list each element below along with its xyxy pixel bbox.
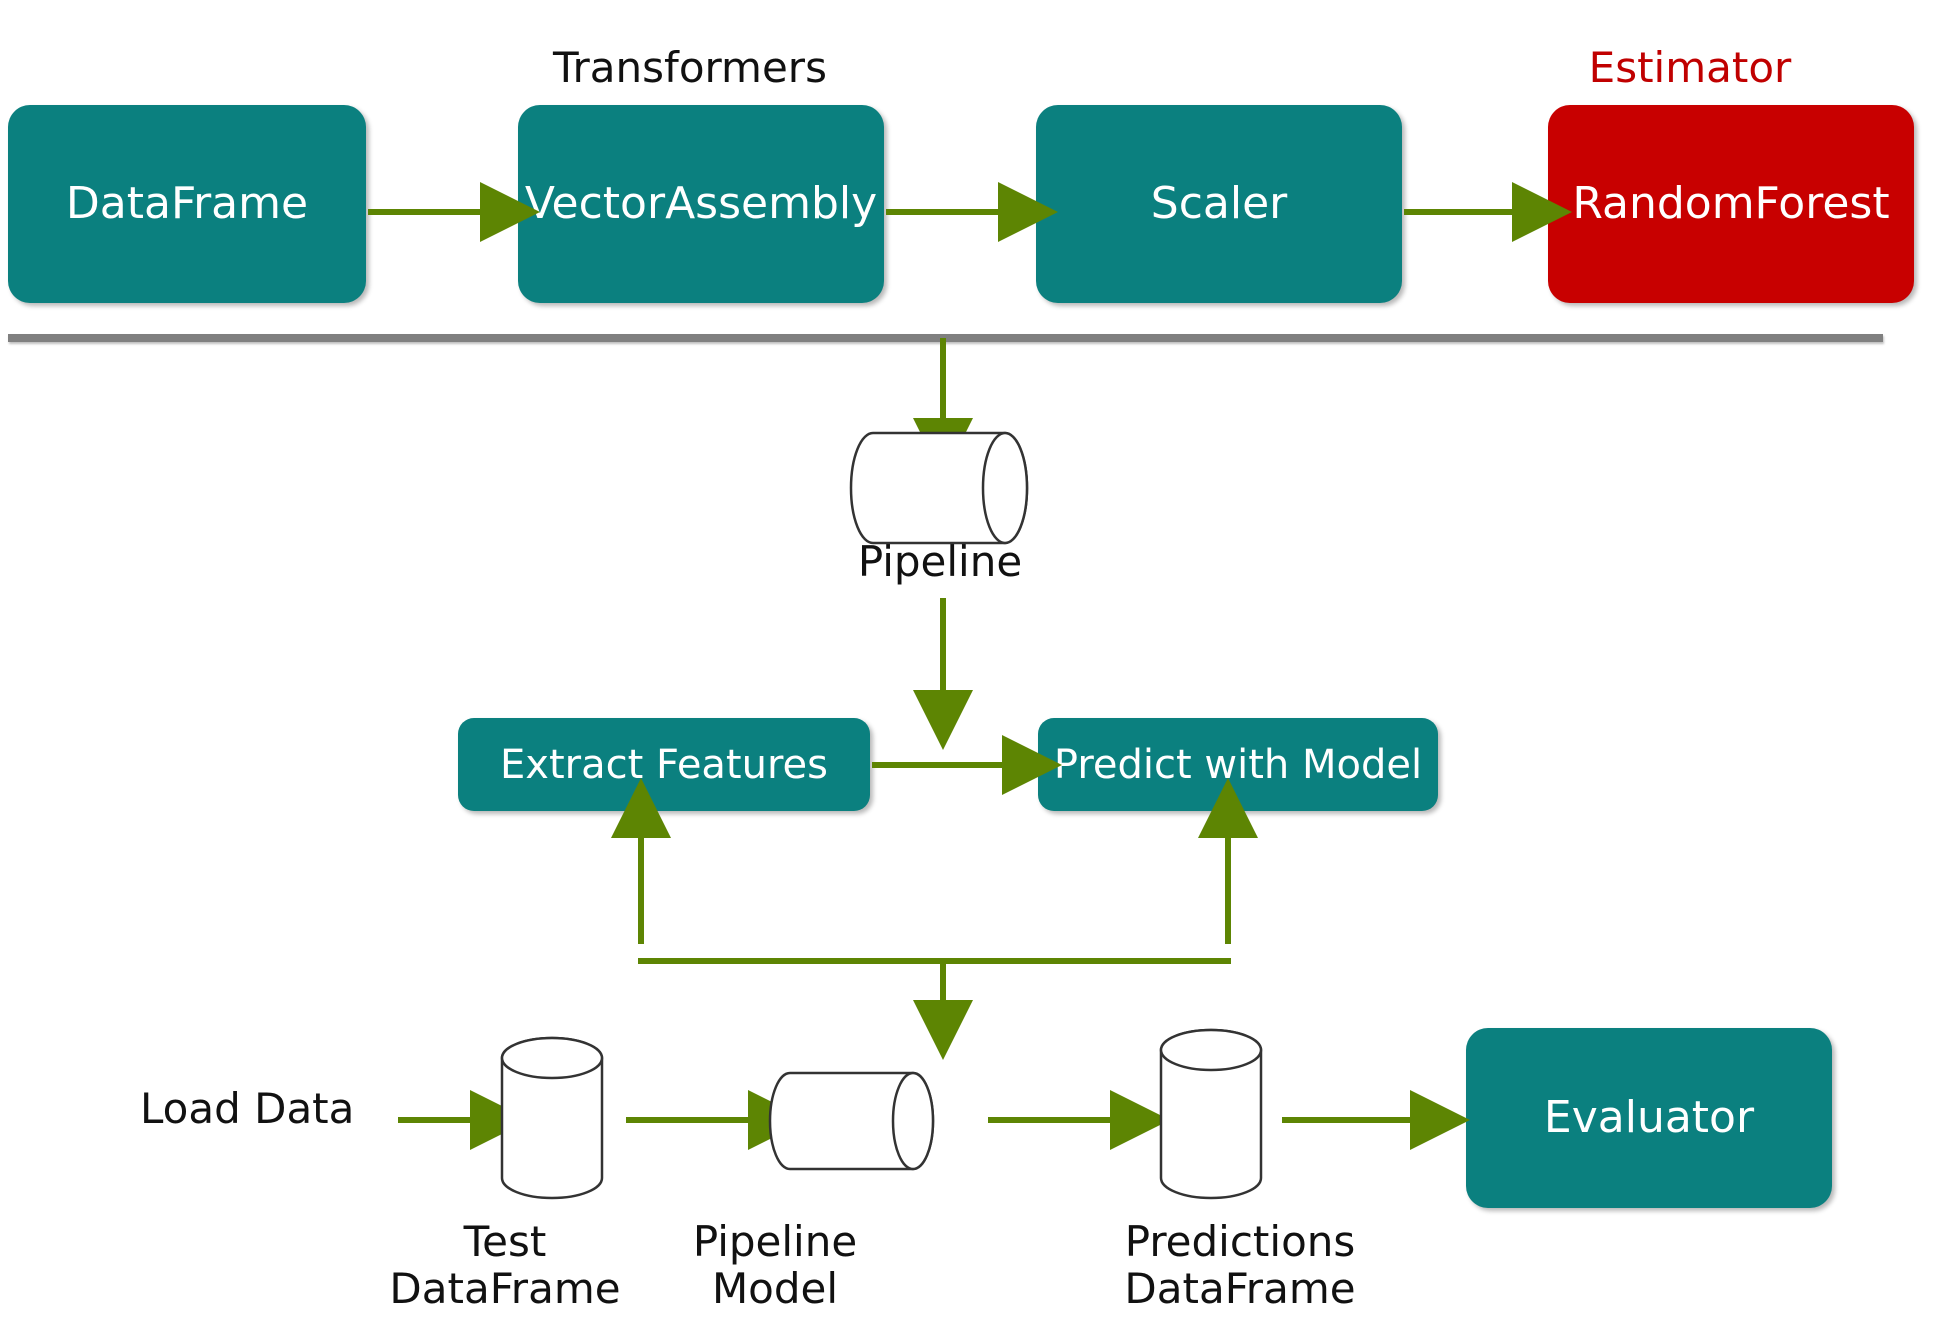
cylinder-pipeline-model-cap xyxy=(891,1071,935,1171)
node-scaler[interactable]: Scaler xyxy=(1036,105,1402,303)
node-extract-features-label: Extract Features xyxy=(500,741,828,788)
cylinder-predictions-dataframe-cap xyxy=(1159,1028,1263,1072)
node-extract-features[interactable]: Extract Features xyxy=(458,718,870,811)
cylinder-test-dataframe xyxy=(500,1036,604,1200)
pipeline-model-caption: Pipeline Model xyxy=(640,1218,910,1312)
node-dataframe[interactable]: DataFrame xyxy=(8,105,366,303)
node-randomforest-label: RandomForest xyxy=(1572,177,1890,229)
test-dataframe-caption: Test DataFrame xyxy=(370,1218,640,1312)
predictions-dataframe-caption-line1: Predictions xyxy=(1124,1217,1356,1266)
cylinder-predictions-dataframe xyxy=(1159,1028,1263,1200)
node-randomforest[interactable]: RandomForest xyxy=(1548,105,1914,303)
node-vectorassembly-label: VectorAssembly xyxy=(524,177,878,229)
node-evaluator[interactable]: Evaluator xyxy=(1466,1028,1832,1208)
test-dataframe-caption-line1: Test xyxy=(463,1217,547,1266)
pipeline-model-caption-line2: Model xyxy=(711,1264,839,1314)
test-dataframe-caption-line2: DataFrame xyxy=(389,1264,621,1314)
cylinder-pipeline-model xyxy=(768,1071,935,1171)
node-dataframe-label: DataFrame xyxy=(65,177,309,229)
node-predict-with-model[interactable]: Predict with Model xyxy=(1038,718,1438,811)
cylinder-pipeline-body xyxy=(849,431,1029,545)
node-scaler-label: Scaler xyxy=(1150,177,1288,229)
cylinder-test-dataframe-body xyxy=(500,1036,604,1200)
section-separator xyxy=(8,334,1883,342)
pipeline-cylinder-label: Pipeline xyxy=(857,537,1023,586)
transformers-group-label: Transformers xyxy=(553,43,827,92)
cylinder-pipeline-cap xyxy=(981,431,1029,545)
node-vectorassembly[interactable]: VectorAssembly xyxy=(518,105,884,303)
node-predict-with-model-label: Predict with Model xyxy=(1053,741,1423,788)
cylinder-pipeline-model-body xyxy=(768,1071,935,1171)
estimator-group-label: Estimator xyxy=(1588,43,1792,92)
cylinder-predictions-dataframe-body xyxy=(1159,1028,1263,1200)
cylinder-pipeline xyxy=(849,431,1029,545)
predictions-dataframe-caption-line2: DataFrame xyxy=(1124,1264,1356,1314)
node-evaluator-label: Evaluator xyxy=(1543,1091,1755,1143)
cylinder-test-dataframe-cap xyxy=(500,1036,604,1080)
load-data-label: Load Data xyxy=(140,1084,355,1133)
predictions-dataframe-caption: Predictions DataFrame xyxy=(1070,1218,1410,1312)
pipeline-model-caption-line1: Pipeline xyxy=(692,1217,858,1266)
